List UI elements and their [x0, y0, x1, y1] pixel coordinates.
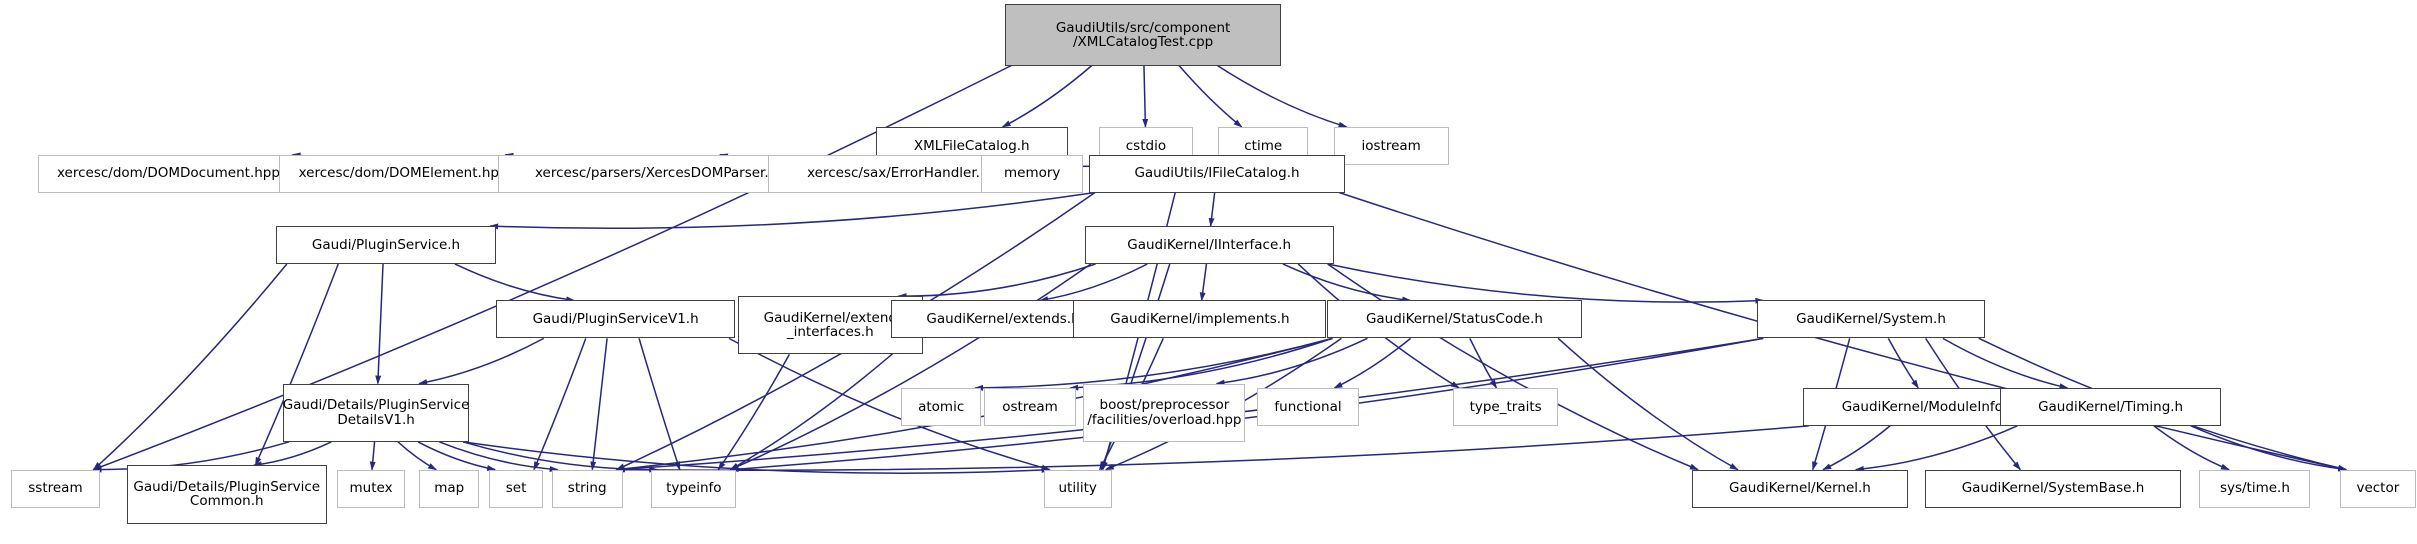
graph-node-typetraits[interactable]: type_traits: [1453, 387, 1559, 426]
graph-node-set[interactable]: set: [489, 469, 544, 508]
edge-plugsvc-to-sstream: [92, 263, 288, 471]
edge-statuscode-to-functional: [1333, 337, 1412, 389]
edge-root-to-iostream: [1217, 65, 1348, 128]
edge-psdetv1-to-map: [397, 441, 437, 471]
edge-timing-to-systime: [2153, 425, 2230, 471]
graph-node-system[interactable]: GaudiKernel/System.h: [1757, 300, 1985, 339]
edge-psdetv1-to-set: [417, 441, 497, 472]
edge-system-to-typeinfo: [729, 337, 1764, 473]
edge-plugsvc-to-plugsvcv1: [454, 263, 576, 303]
graph-node-root[interactable]: GaudiUtils/src/component /XMLCatalogTest…: [1005, 4, 1281, 66]
graph-node-atomic[interactable]: atomic: [901, 387, 981, 426]
edge-statuscode-to-typetraits: [1469, 338, 1498, 389]
edge-ifilecat-to-plugsvc: [489, 191, 1096, 230]
graph-node-systime[interactable]: sys/time.h: [2199, 469, 2311, 508]
edge-system-to-moduleinfo: [1887, 337, 1919, 389]
graph-node-timing[interactable]: GaudiKernel/Timing.h: [2000, 387, 2221, 426]
edge-plugsvc-to-pscommon: [254, 263, 339, 467]
edge-statuscode-to-boostpp: [1215, 337, 1368, 386]
edge-psdetv1-to-mutex: [369, 441, 376, 471]
edge-plugsvcv1-to-utility: [728, 337, 1051, 471]
edge-iiface-to-utility: [1100, 263, 1171, 471]
edge-root-to-cstdio: [1142, 65, 1149, 128]
graph-node-ostream[interactable]: ostream: [983, 387, 1077, 426]
graph-node-iiface[interactable]: GaudiKernel/IInterface.h: [1084, 226, 1334, 264]
graph-node-mutex[interactable]: mutex: [336, 469, 406, 508]
graph-node-boostpp[interactable]: boost/preprocessor /facilities/overload.…: [1083, 383, 1246, 442]
edge-statuscode-to-kernel: [1557, 337, 1739, 471]
graph-node-map[interactable]: map: [419, 469, 480, 508]
edge-ifilecat-to-iiface: [1208, 192, 1216, 228]
graph-node-plugsvcv1[interactable]: Gaudi/PluginServiceV1.h: [496, 300, 736, 339]
graph-node-psdetv1[interactable]: Gaudi/Details/PluginService DetailsV1.h: [283, 383, 469, 442]
graph-node-vector[interactable]: vector: [2340, 469, 2416, 508]
graph-node-sstream[interactable]: sstream: [11, 469, 100, 508]
graph-node-memory[interactable]: memory: [981, 154, 1084, 193]
edge-plugsvcv1-to-typeinfo: [638, 338, 681, 471]
edge-iiface-to-implements: [1199, 263, 1208, 302]
edge-extifc-to-typeinfo: [717, 354, 791, 471]
graph-node-statuscode[interactable]: GaudiKernel/StatusCode.h: [1326, 300, 1583, 339]
edge-iiface-to-extends: [1039, 263, 1148, 303]
edge-ifilecat-to-vector: [1338, 191, 2348, 471]
edge-plugsvc-to-psdetv1: [375, 263, 384, 385]
edge-timing-to-vector: [2190, 425, 2348, 472]
graph-node-functional[interactable]: functional: [1256, 387, 1360, 426]
edge-psdetv1-to-string: [439, 441, 559, 473]
edge-root-to-xmlfc: [1001, 65, 1093, 128]
edge-iiface-to-statuscode: [1282, 263, 1412, 303]
graph-node-iostream[interactable]: iostream: [1333, 126, 1449, 165]
graph-node-ifilecat[interactable]: GaudiUtils/IFileCatalog.h: [1089, 154, 1345, 193]
graph-node-string[interactable]: string: [551, 469, 623, 508]
edge-iiface-to-typeinfo: [729, 263, 1092, 471]
edge-iiface-to-system: [1327, 263, 1765, 304]
edge-plugsvcv1-to-set: [533, 338, 587, 471]
edge-extends-to-typeinfo: [729, 337, 911, 471]
graph-node-plugsvc[interactable]: Gaudi/PluginService.h: [275, 226, 497, 264]
graph-node-implements[interactable]: GaudiKernel/implements.h: [1073, 300, 1327, 339]
graph-node-utility[interactable]: utility: [1043, 469, 1112, 508]
edge-psdetv1-to-sstream: [92, 441, 290, 473]
edge-moduleinfo-to-kernel: [1822, 425, 1891, 471]
edge-timing-to-kernel: [1854, 425, 2018, 472]
edge-root-to-ctime: [1178, 65, 1243, 128]
edge-iiface-to-extifc: [897, 263, 1096, 300]
edge-plugsvcv1-to-string: [590, 338, 608, 471]
edge-psdetv1-to-pscommon: [252, 441, 332, 468]
graph-node-pscommon[interactable]: Gaudi/Details/PluginService Common.h: [126, 465, 327, 524]
graph-node-typeinfo[interactable]: typeinfo: [651, 469, 737, 508]
edge-plugsvcv1-to-psdetv1: [418, 337, 545, 386]
graph-node-kernel[interactable]: GaudiKernel/Kernel.h: [1691, 469, 1908, 508]
graph-node-domdoc[interactable]: xercesc/dom/DOMDocument.hpp: [38, 154, 299, 193]
graph-node-domelem[interactable]: xercesc/dom/DOMElement.hpp: [278, 154, 528, 193]
graph-node-systembase[interactable]: GaudiKernel/SystemBase.h: [1925, 469, 2181, 508]
edge-root-to-sstream: [92, 64, 1012, 471]
edge-moduleinfo-to-string: [615, 425, 1809, 473]
edge-system-to-timing: [1942, 337, 2069, 390]
